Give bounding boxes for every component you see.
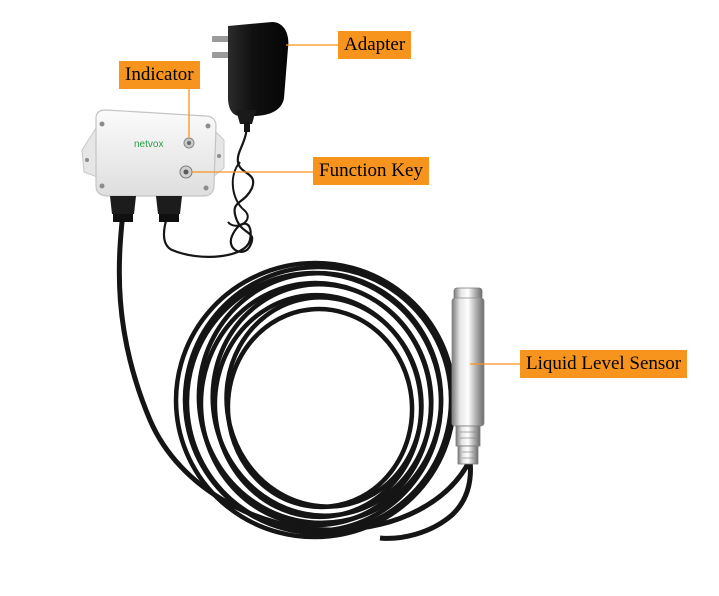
probe-sensor	[379, 287, 485, 541]
device-enclosure: netvox	[81, 109, 225, 222]
indicator-label: Indicator	[119, 61, 200, 89]
brand-logo: netvox	[134, 139, 163, 150]
function-key-label: Function Key	[313, 157, 429, 185]
sensor-cable	[116, 211, 473, 533]
adapter-plug	[212, 22, 289, 132]
adapter-cord	[162, 117, 255, 258]
liquid-level-sensor-label: Liquid Level Sensor	[520, 350, 688, 378]
leader-lines	[188, 44, 520, 365]
indicator-led	[183, 137, 195, 149]
function-key-button	[179, 165, 193, 179]
adapter-label: Adapter	[338, 31, 412, 59]
